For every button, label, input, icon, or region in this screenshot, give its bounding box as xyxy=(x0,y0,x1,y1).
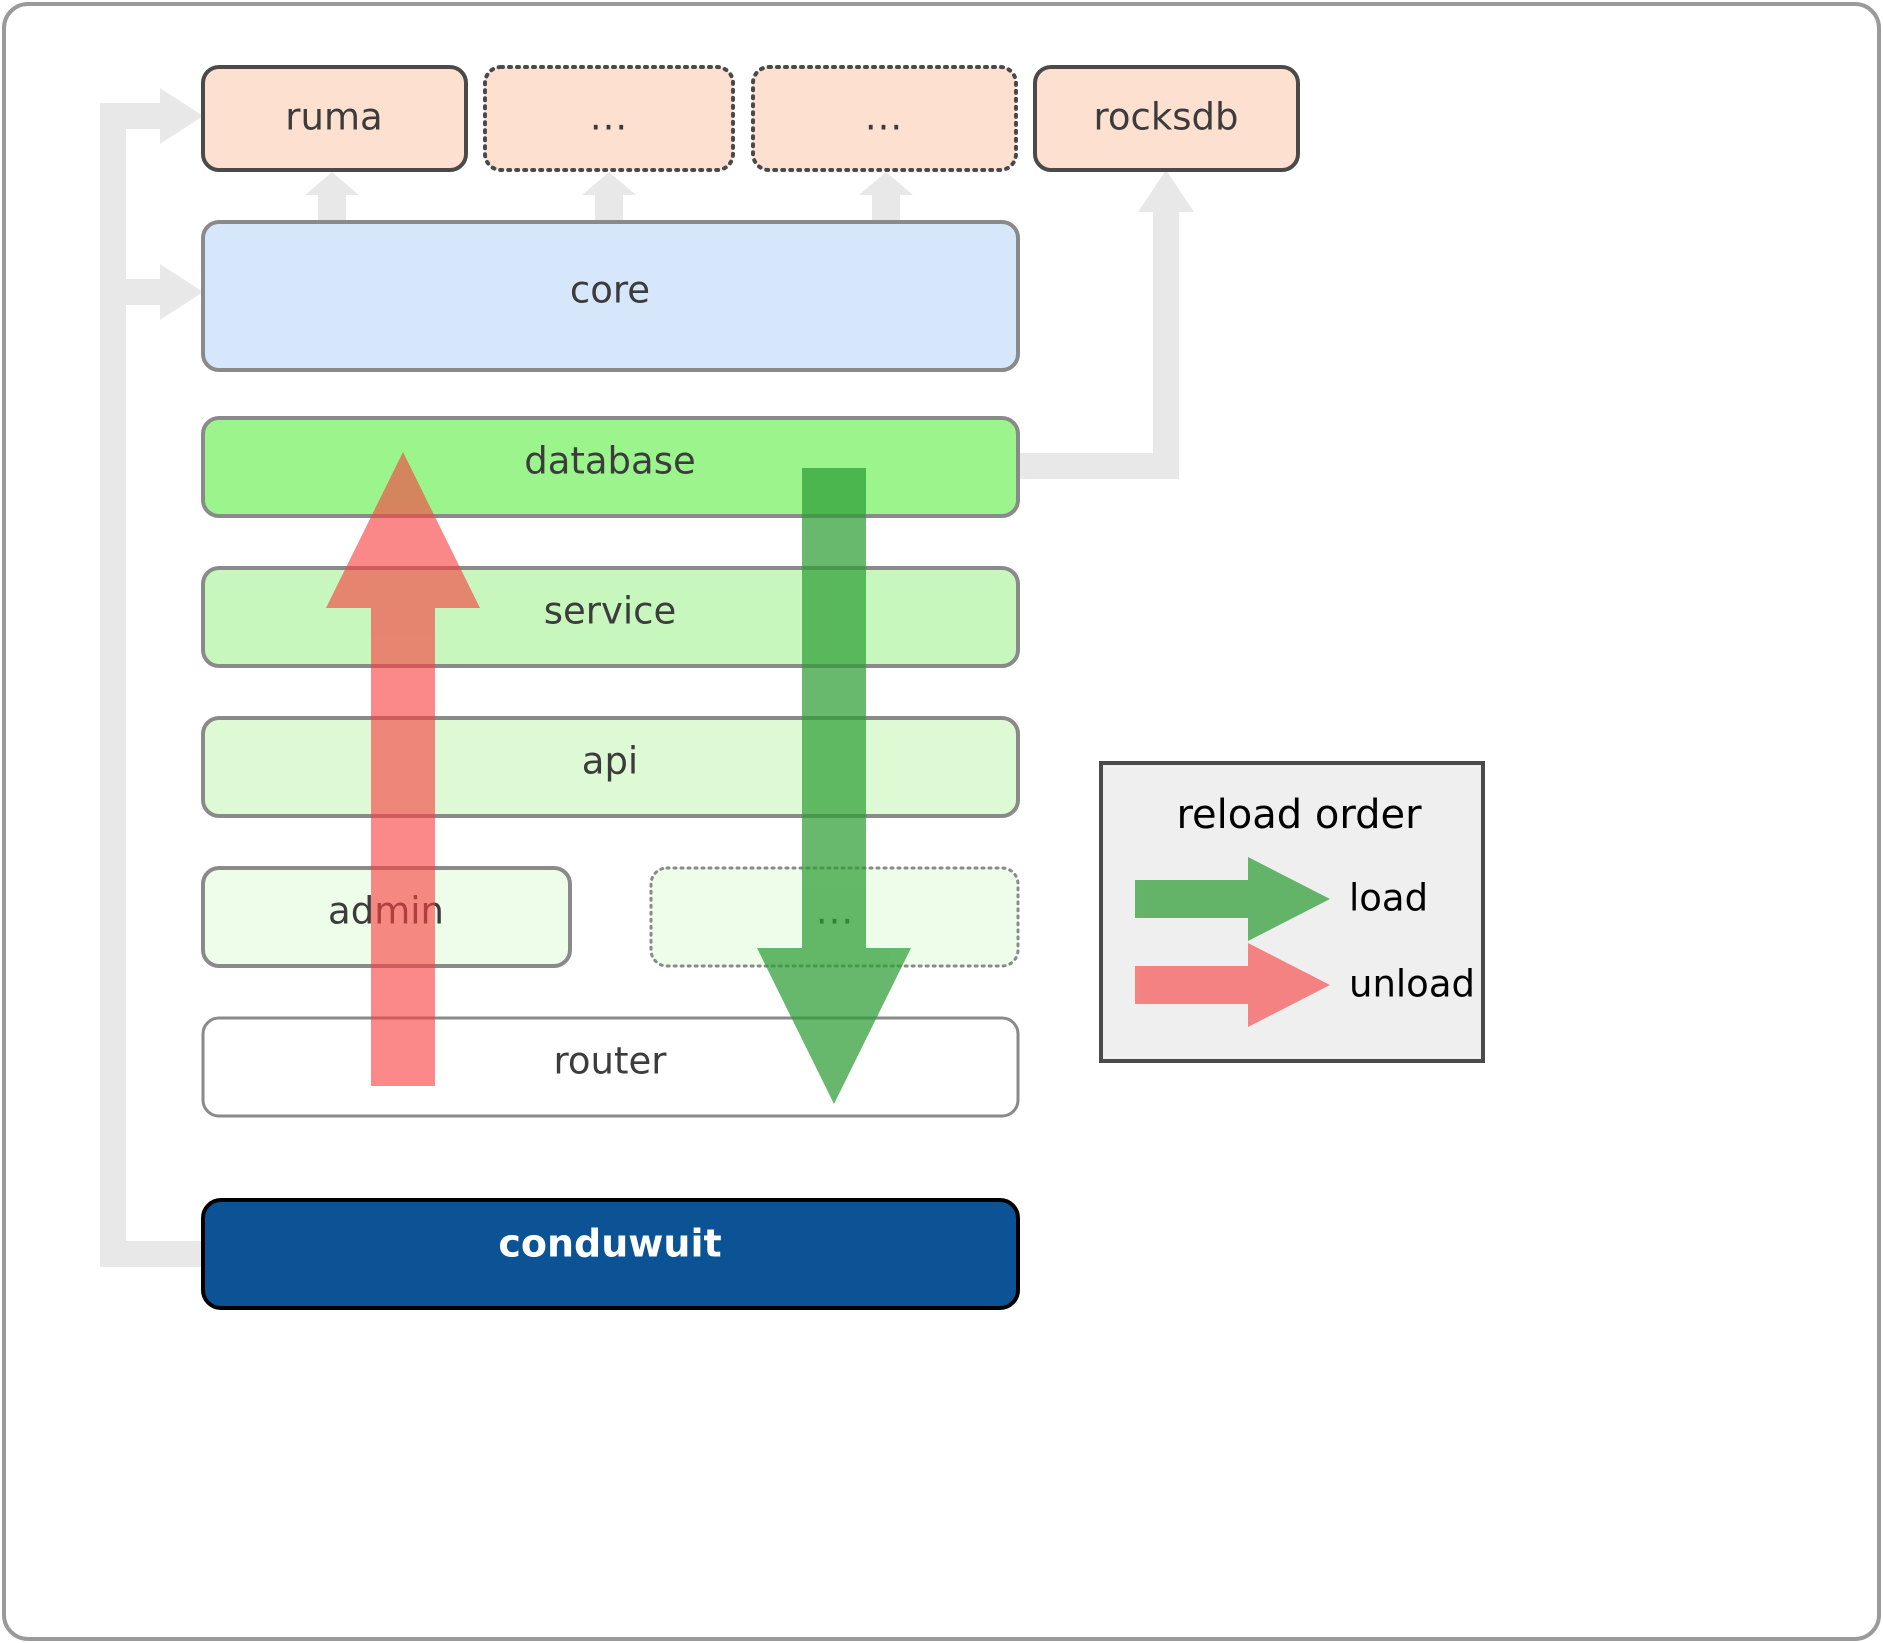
external-crate-rocksdb-box[interactable] xyxy=(1033,65,1300,172)
root-crate-box[interactable] xyxy=(201,1198,1020,1310)
external-crate-ruma[interactable]: ruma xyxy=(201,65,468,172)
database-rocksdb-connector-group xyxy=(1018,170,1194,479)
legend-title: reload order xyxy=(1176,792,1422,838)
external-crate-rocksdb-label: rocksdb xyxy=(1093,96,1238,139)
core-label: core xyxy=(570,269,650,312)
external-crate-dots-2-label: ... xyxy=(865,96,903,139)
legend-load-label: load xyxy=(1349,877,1428,920)
external-crate-dots-1[interactable]: ... xyxy=(483,65,735,172)
external-crate-dots-1-box[interactable] xyxy=(483,65,735,172)
load-arrow-shaft xyxy=(802,468,866,1028)
layer-router-label: router xyxy=(554,1040,668,1083)
layer-database[interactable]: database xyxy=(201,416,1020,518)
legend-unload-arrow-icon xyxy=(1135,943,1330,1027)
legend-entry-unload: unload xyxy=(1135,943,1475,1027)
external-crate-dots-1-label: ... xyxy=(590,96,628,139)
external-crate-ruma-label: ruma xyxy=(285,96,382,139)
external-crates-row: ruma ... ... rocksdb xyxy=(201,65,1300,172)
feedback-rail-path xyxy=(100,103,205,1267)
root-crate-conduwuit[interactable]: conduwuit xyxy=(201,1198,1020,1310)
legend-load-arrow-icon xyxy=(1135,857,1330,941)
legend-entry-load: load xyxy=(1135,857,1428,941)
feedback-arrowhead-ruma xyxy=(160,88,203,144)
layer-service-label: service xyxy=(544,590,677,633)
database-rocksdb-arrowhead xyxy=(1138,170,1194,212)
feedback-connector-group xyxy=(100,88,205,1267)
external-crate-rocksdb[interactable]: rocksdb xyxy=(1033,65,1300,172)
unload-arrow xyxy=(326,452,480,1086)
feedback-arrowhead-core xyxy=(160,264,203,320)
legend-unload-label: unload xyxy=(1349,963,1475,1006)
layer-database-label: database xyxy=(524,440,696,483)
legend: reload order load unload xyxy=(1099,761,1485,1063)
layer-api[interactable]: api xyxy=(201,716,1020,818)
load-arrow-head xyxy=(757,948,911,1104)
layer-service[interactable]: service xyxy=(201,566,1020,668)
external-crate-ruma-box[interactable] xyxy=(201,65,468,172)
root-crate-label: conduwuit xyxy=(498,1222,721,1266)
layer-api-label: api xyxy=(582,740,638,783)
external-crate-dots-2[interactable]: ... xyxy=(751,65,1018,172)
load-arrow xyxy=(757,468,911,1104)
external-crate-dots-2-box[interactable] xyxy=(751,65,1018,172)
unload-arrow-head xyxy=(326,452,480,608)
core-box[interactable] xyxy=(201,220,1020,372)
layer-router[interactable]: router xyxy=(201,1016,1020,1118)
core-box-group[interactable]: core xyxy=(201,220,1020,372)
unload-arrow-shaft xyxy=(371,533,435,1086)
database-rocksdb-path xyxy=(1018,210,1179,479)
